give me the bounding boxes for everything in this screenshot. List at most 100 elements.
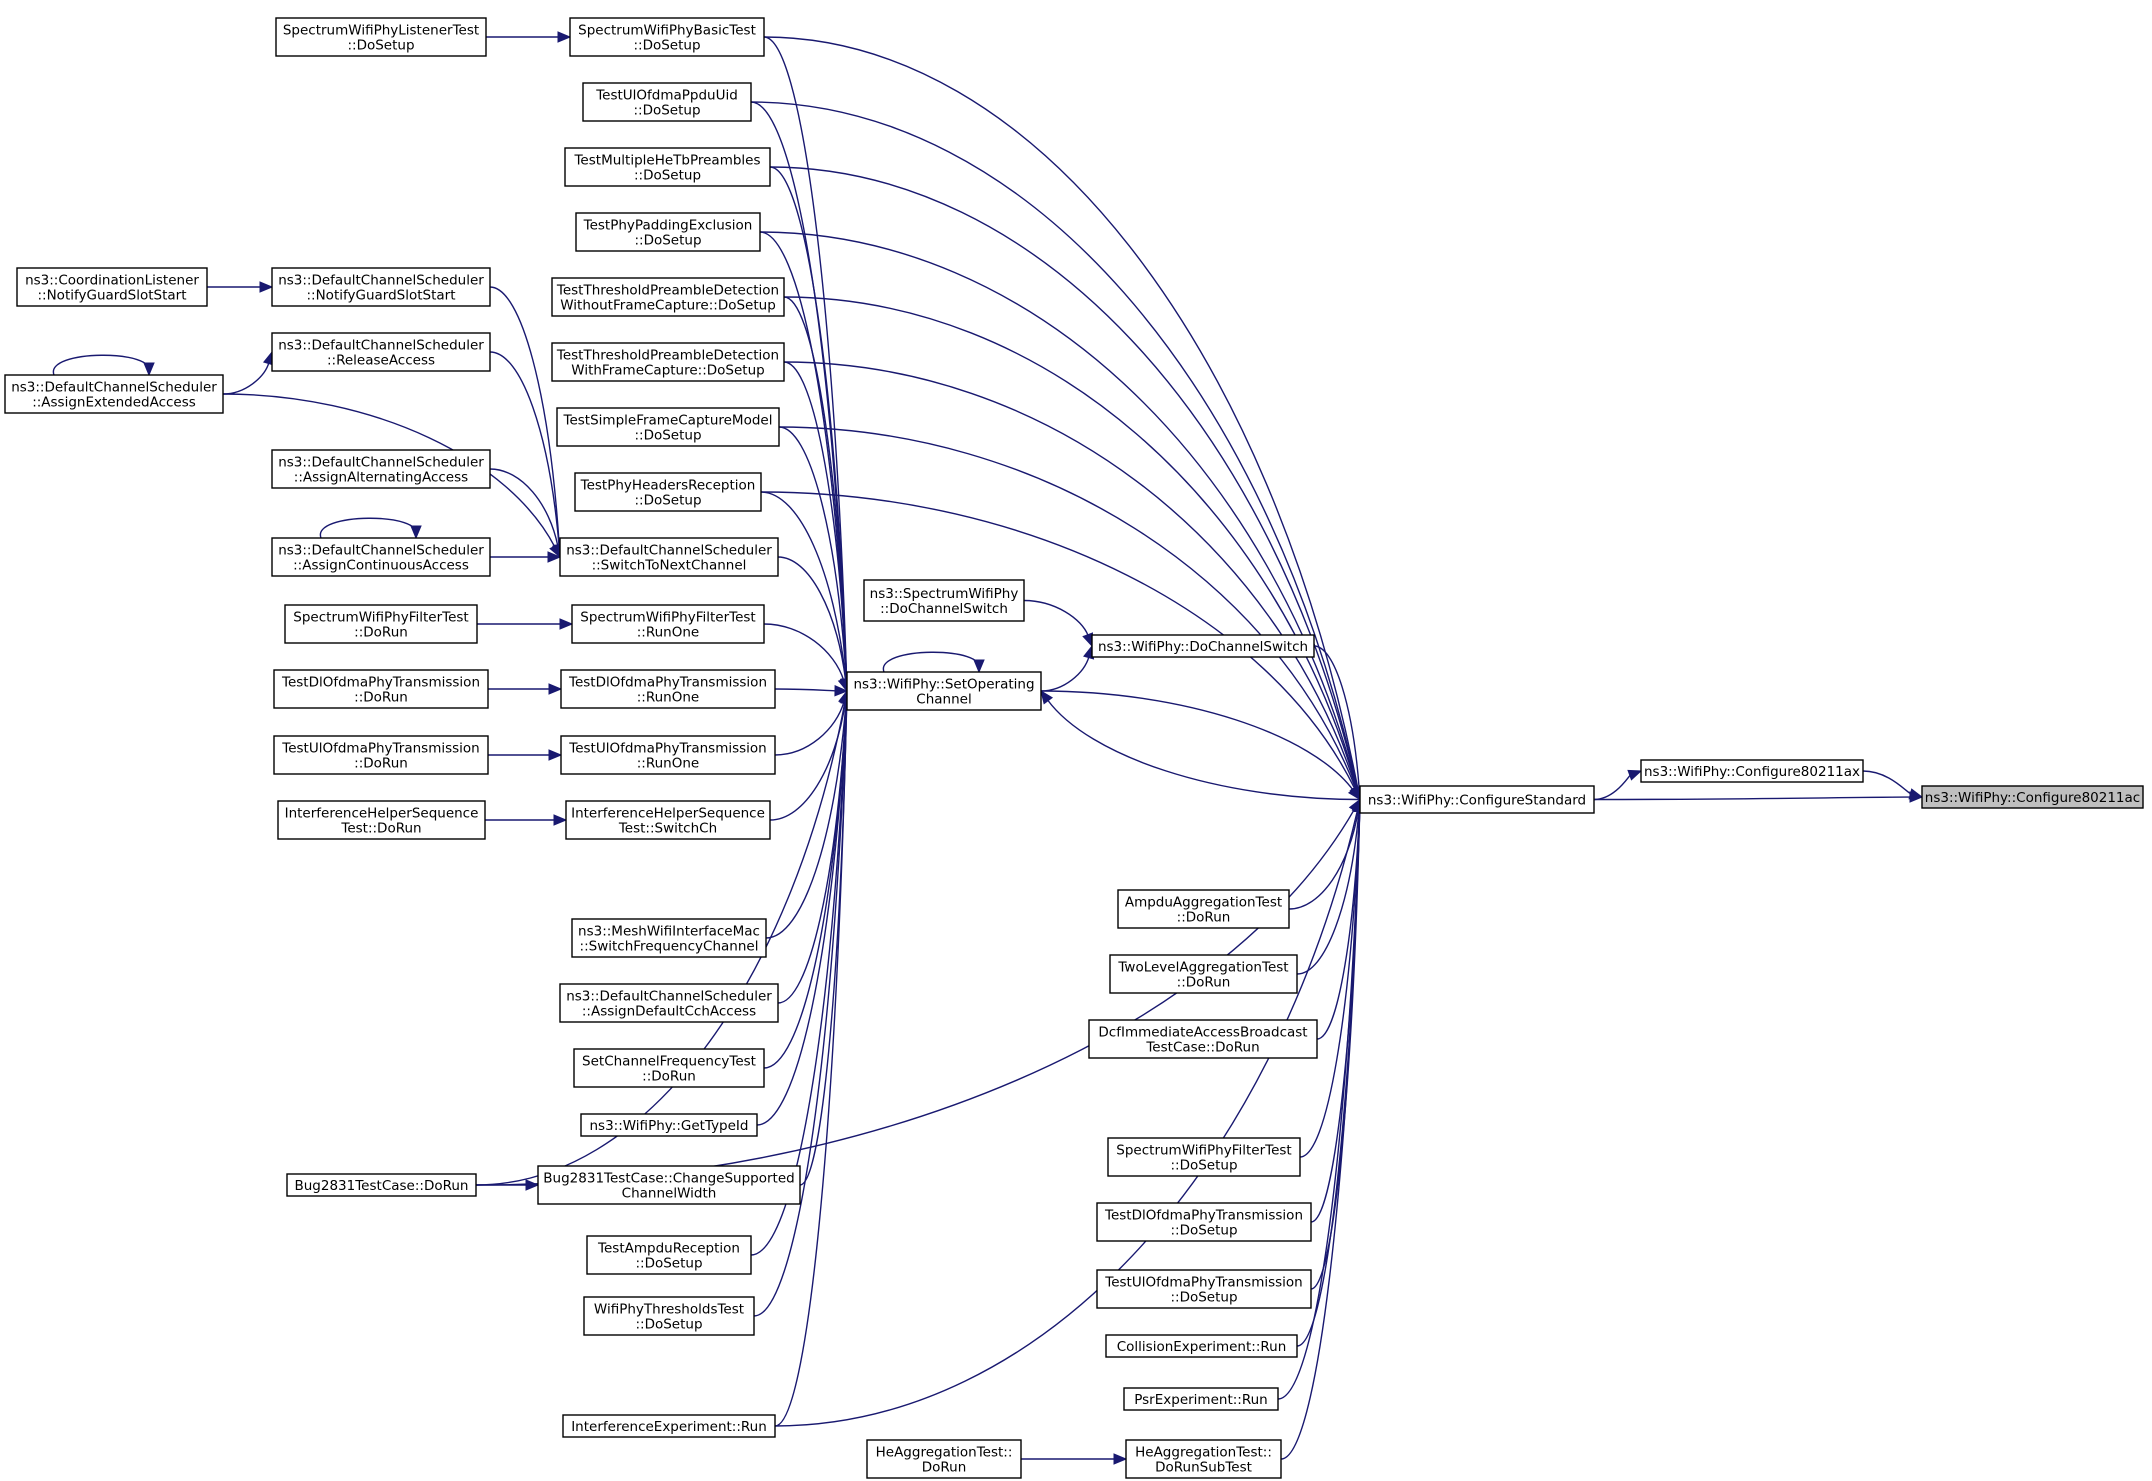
- node-label: ::DoSetup: [634, 493, 701, 509]
- node-psr-run[interactable]: PsrExperiment::Run: [1123, 1387, 1279, 1411]
- node-do-channel-switch[interactable]: ns3::WifiPhy::DoChannelSwitch: [1091, 634, 1315, 658]
- node-label: ::AssignAlternatingAccess: [294, 470, 468, 486]
- edge-line: [1040, 656, 1090, 692]
- node-label: ::AssignContinuousAccess: [293, 558, 469, 574]
- node-label: TestUlOfdmaPpduUid: [595, 88, 738, 104]
- call-edge: [1313, 645, 1365, 801]
- node-notify-guard-sched[interactable]: ns3::DefaultChannelScheduler::NotifyGuar…: [271, 267, 491, 307]
- edge-line: [763, 36, 848, 681]
- node-label: SpectrumWifiPhyFilterTest: [580, 610, 755, 626]
- node-label: WithoutFrameCapture::DoSetup: [560, 298, 776, 314]
- node-assign-default-cch[interactable]: ns3::DefaultChannelScheduler::AssignDefa…: [559, 983, 779, 1023]
- node-filter-do-setup[interactable]: SpectrumWifiPhyFilterTest::DoSetup: [1107, 1137, 1301, 1177]
- node-switch-to-next[interactable]: ns3::DefaultChannelScheduler::SwitchToNe…: [559, 537, 779, 577]
- node-he-do-run[interactable]: HeAggregationTest::DoRun: [866, 1439, 1022, 1479]
- edge-arrowhead: [1627, 769, 1643, 781]
- node-label: AmpduAggregationTest: [1125, 895, 1282, 911]
- node-ul-do-run[interactable]: TestUlOfdmaPhyTransmission::DoRun: [273, 735, 489, 775]
- node-assign-extended[interactable]: ns3::DefaultChannelScheduler::AssignExte…: [4, 374, 224, 414]
- node-dl-do-run[interactable]: TestDlOfdmaPhyTransmission::DoRun: [273, 669, 489, 709]
- node-thresh-with[interactable]: TestThresholdPreambleDetectionWithFrameC…: [551, 342, 785, 382]
- node-box: [556, 407, 780, 447]
- node-cfg80211ax[interactable]: ns3::WifiPhy::Configure80211ax: [1640, 759, 1864, 783]
- node-label: ::DoSetup: [1170, 1158, 1237, 1174]
- call-edge: [763, 623, 849, 693]
- node-set-channel-freq[interactable]: SetChannelFrequencyTest::DoRun: [573, 1048, 765, 1088]
- node-thresh-without[interactable]: TestThresholdPreambleDetectionWithoutFra…: [551, 277, 785, 317]
- node-he-sub-test[interactable]: HeAggregationTest::DoRunSubTest: [1125, 1439, 1282, 1479]
- node-get-type-id[interactable]: ns3::WifiPhy::GetTypeId: [580, 1113, 758, 1137]
- node-headers-reception[interactable]: TestPhyHeadersReception::DoSetup: [574, 472, 762, 512]
- call-edge: [1593, 769, 1643, 801]
- call-edge: [750, 101, 853, 693]
- node-box: [277, 800, 486, 840]
- call-edge: [53, 354, 155, 377]
- node-label: TestThresholdPreambleDetection: [556, 283, 779, 299]
- edge-line: [883, 651, 980, 673]
- node-ul-run-one[interactable]: TestUlOfdmaPhyTransmission::RunOne: [560, 735, 776, 775]
- node-box: [537, 1165, 801, 1205]
- node-label: TestDlOfdmaPhyTransmission: [281, 675, 480, 691]
- node-basic-do-setup[interactable]: SpectrumWifiPhyBasicTest::DoSetup: [569, 17, 765, 57]
- node-label: TestThresholdPreambleDetection: [556, 348, 779, 364]
- node-label: DoRunSubTest: [1155, 1460, 1252, 1476]
- node-dcf-immediate[interactable]: DcfImmediateAccessBroadcastTestCase::DoR…: [1088, 1019, 1318, 1059]
- node-box: [583, 1296, 755, 1336]
- node-ampdu-reception[interactable]: TestAmpduReception::DoSetup: [586, 1235, 752, 1275]
- node-box: [16, 267, 208, 307]
- node-box: [1109, 954, 1298, 994]
- node-configure-standard[interactable]: ns3::WifiPhy::ConfigureStandard: [1359, 785, 1595, 814]
- edge-line: [769, 166, 848, 681]
- node-dl-run-one[interactable]: TestDlOfdmaPhyTransmission::RunOne: [560, 669, 776, 709]
- node-dl-do-setup[interactable]: TestDlOfdmaPhyTransmission::DoSetup: [1096, 1202, 1312, 1242]
- node-label: ::DoSetup: [635, 1256, 702, 1272]
- node-label: HeAggregationTest::: [1135, 1445, 1272, 1461]
- node-label: ns3::DefaultChannelScheduler: [278, 455, 484, 471]
- node-box: [565, 800, 771, 840]
- node-filter-run-one[interactable]: SpectrumWifiPhyFilterTest::RunOne: [571, 604, 765, 644]
- edge-line: [777, 556, 847, 681]
- node-label: TestDlOfdmaPhyTransmission: [1104, 1208, 1303, 1224]
- node-multiple-he-tb[interactable]: TestMultipleHeTbPreambles::DoSetup: [564, 147, 771, 187]
- node-ampdu-agg-do-run[interactable]: AmpduAggregationTest::DoRun: [1117, 889, 1290, 929]
- node-cfg80211ac[interactable]: ns3::WifiPhy::Configure80211ac: [1921, 785, 2144, 809]
- node-box: [560, 669, 776, 709]
- node-box: [1125, 1439, 1282, 1479]
- edge-line: [222, 393, 556, 548]
- node-release-access[interactable]: ns3::DefaultChannelScheduler::ReleaseAcc…: [271, 332, 491, 372]
- edge-arrowhead: [834, 685, 849, 697]
- node-notify-guard-listener[interactable]: ns3::CoordinationListener::NotifyGuardSl…: [16, 267, 208, 307]
- node-ppdu-uid[interactable]: TestUlOfdmaPpduUid::DoSetup: [582, 82, 752, 122]
- node-ul-do-setup[interactable]: TestUlOfdmaPhyTransmission::DoSetup: [1096, 1269, 1312, 1309]
- node-collision-run[interactable]: CollisionExperiment::Run: [1105, 1334, 1298, 1358]
- node-label: ::AssignDefaultCchAccess: [582, 1004, 756, 1020]
- node-assign-continuous[interactable]: ns3::DefaultChannelScheduler::AssignCont…: [271, 537, 491, 577]
- node-label: ChannelWidth: [622, 1186, 717, 1202]
- node-two-level-do-run[interactable]: TwoLevelAggregationTest::DoRun: [1109, 954, 1298, 994]
- edge-arrowhead: [1347, 786, 1361, 801]
- node-assign-alternating[interactable]: ns3::DefaultChannelScheduler::AssignAlte…: [271, 449, 491, 489]
- edge-line: [1296, 810, 1360, 975]
- node-spectrum-do-channel-switch[interactable]: ns3::SpectrumWifiPhy::DoChannelSwitch: [863, 579, 1025, 622]
- edge-line: [1023, 599, 1089, 636]
- node-simple-frame-capture[interactable]: TestSimpleFrameCaptureModel::DoSetup: [556, 407, 780, 447]
- node-mesh-switch-freq[interactable]: ns3::MeshWifiInterfaceMac::SwitchFrequen…: [571, 918, 767, 958]
- edge-line: [774, 701, 845, 756]
- node-filter-do-run[interactable]: SpectrumWifiPhyFilterTest::DoRun: [284, 604, 478, 644]
- node-interf-exp-run[interactable]: InterferenceExperiment::Run: [562, 1414, 776, 1438]
- call-edge: [485, 814, 568, 826]
- edge-line: [750, 701, 848, 1256]
- node-bug-change-width[interactable]: Bug2831TestCase::ChangeSupportedChannelW…: [537, 1165, 801, 1205]
- node-listener-do-setup[interactable]: SpectrumWifiPhyListenerTest::DoSetup: [275, 17, 487, 57]
- node-label: Test::SwitchCh: [618, 821, 717, 837]
- node-label: ns3::DefaultChannelScheduler: [278, 273, 484, 289]
- node-thresholds-test[interactable]: WifiPhyThresholdsTest::DoSetup: [583, 1296, 755, 1336]
- node-padding-exclusion[interactable]: TestPhyPaddingExclusion::DoSetup: [575, 212, 761, 252]
- node-box: [1088, 1019, 1318, 1059]
- node-bug-do-run[interactable]: Bug2831TestCase::DoRun: [286, 1173, 477, 1197]
- node-label: DoRun: [922, 1460, 967, 1476]
